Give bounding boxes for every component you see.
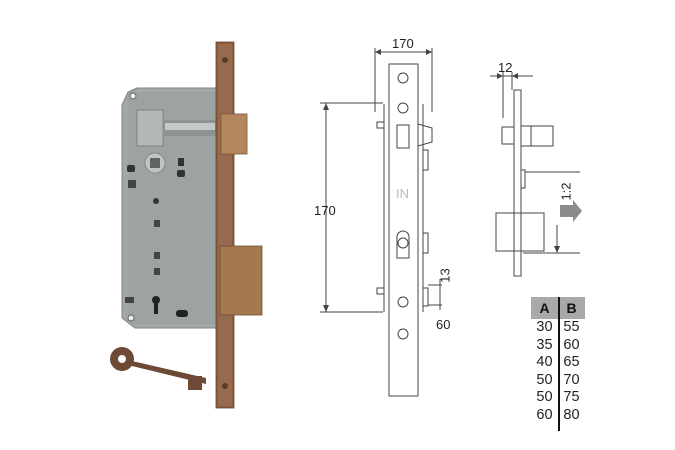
table-row: 50 70 [531,372,585,390]
front-width-label: 170 [392,36,414,51]
cell-a: 40 [536,354,553,370]
front-height-label: 170 [314,203,336,218]
offset-label-60: 60 [436,317,451,332]
scale-label: 1:2 [558,182,574,201]
cell-b: 65 [563,354,580,370]
cell-a: 60 [536,406,553,423]
table-row: 35 60 [531,337,585,355]
cell-a: 35 [536,336,553,353]
thickness-label: 12 [498,60,513,75]
table-row: 40 65 [531,354,585,372]
in-marking: IN [396,186,409,201]
table-row: 30 55 [531,319,585,337]
header-b: B [566,300,577,316]
cell-a: 50 [536,371,553,388]
cell-b: 80 [563,406,580,423]
cell-a: 50 [536,389,553,405]
table-divider [558,297,560,431]
table-row: 50 75 [531,389,585,407]
cell-b: 55 [563,319,580,335]
header-a: A [539,300,550,316]
cell-b: 70 [563,371,580,388]
cell-a: 30 [536,319,553,335]
dimension-table: A B 30 55 35 60 40 65 50 70 50 75 60 80 [531,297,585,431]
cell-b: 60 [563,336,580,353]
offset-label-13: 13 [437,268,453,283]
table-row: 60 80 [531,407,585,425]
cell-b: 75 [563,389,580,405]
